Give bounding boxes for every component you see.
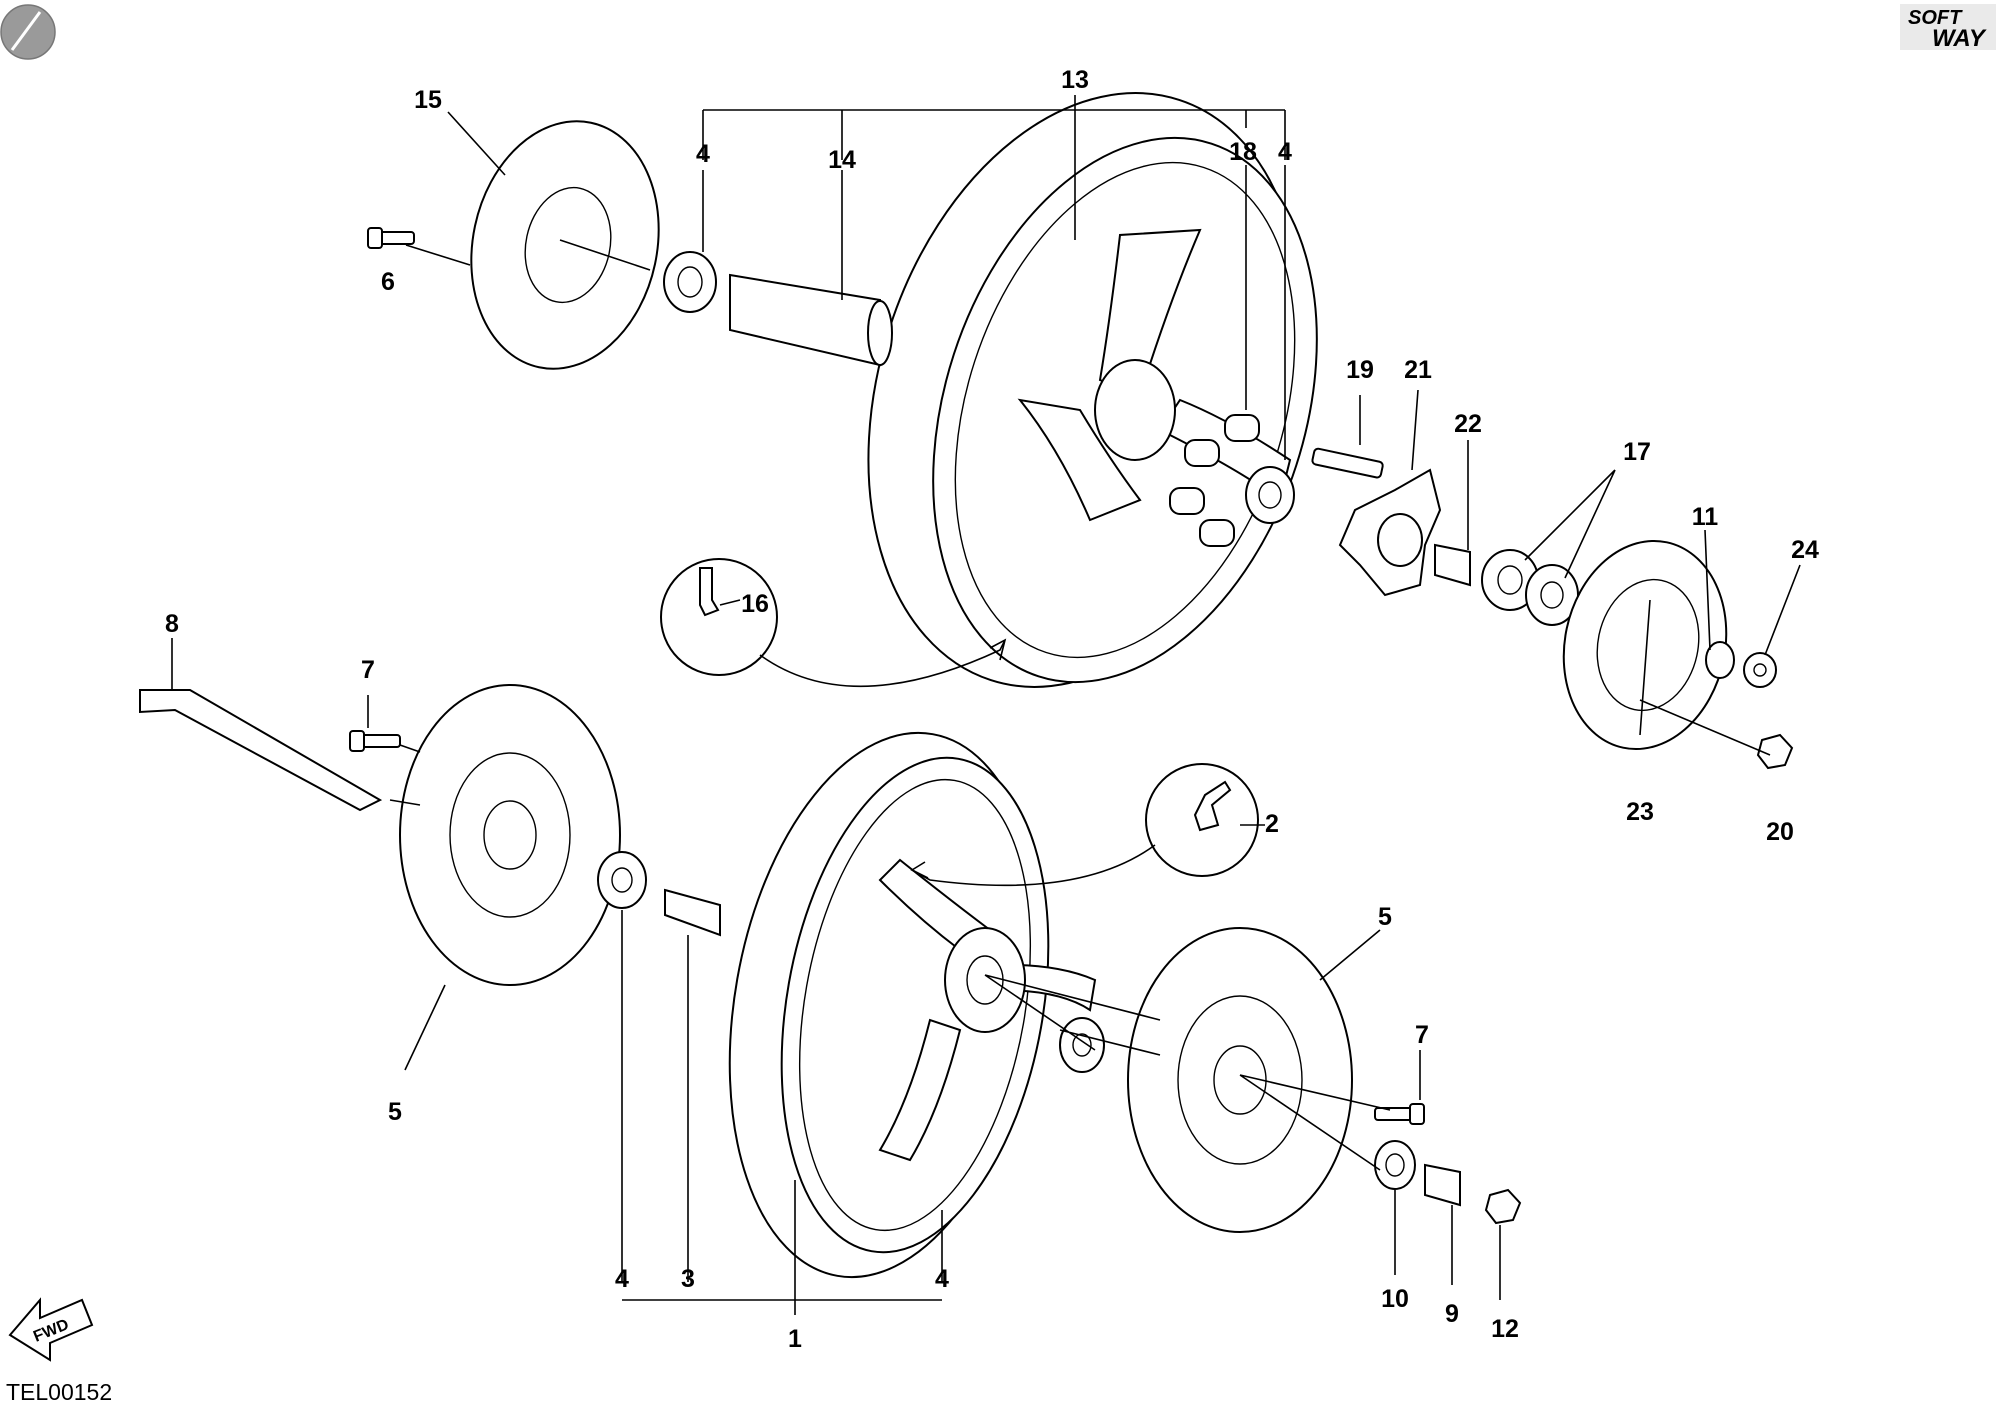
callout-4-front-left: 4 — [615, 1265, 629, 1293]
callout-24: 24 — [1791, 536, 1819, 564]
disc-bolt-front-left — [349, 730, 401, 752]
rear-bearing-left — [663, 251, 717, 313]
callout-14: 14 — [828, 146, 856, 174]
callout-21: 21 — [1404, 356, 1432, 384]
flange-bearings — [1481, 549, 1579, 626]
logo-disc — [0, 4, 56, 60]
fwd-arrow: FWD — [8, 1297, 94, 1362]
rear-bearing-right — [1245, 466, 1295, 524]
front-brake-disc-left — [399, 684, 621, 986]
rear-spacer-tube — [729, 273, 893, 367]
callout-labels: 13 15 4 14 18 4 6 19 21 22 17 11 24 16 8… — [165, 66, 1819, 1353]
callout-9: 9 — [1445, 1300, 1459, 1328]
brand-line1: SOFT — [1908, 7, 1963, 29]
rear-wheel — [867, 92, 1318, 688]
callout-3: 3 — [681, 1265, 695, 1293]
callout-4-rear-left: 4 — [696, 140, 710, 168]
valve-detail-front — [910, 763, 1259, 887]
front-axle-nut — [1484, 1188, 1522, 1225]
callout-15: 15 — [414, 86, 442, 114]
callout-7-right: 7 — [1415, 1021, 1429, 1049]
callout-8: 8 — [165, 610, 179, 638]
disc-bolt-rear — [367, 227, 415, 249]
callout-17: 17 — [1623, 438, 1651, 466]
valve-detail-rear — [660, 558, 1007, 688]
callout-2: 2 — [1265, 810, 1279, 838]
callout-18: 18 — [1229, 138, 1257, 166]
leader-lines — [171, 95, 1801, 1315]
front-wheel — [728, 731, 1097, 1279]
rear-hub-pins — [1169, 414, 1260, 547]
sprocket-washers — [1705, 641, 1777, 688]
front-spacer — [664, 888, 721, 937]
callout-20: 20 — [1766, 818, 1794, 846]
sprocket-flange — [1338, 468, 1442, 597]
callout-4-front-right: 4 — [935, 1265, 949, 1293]
flange-spacer — [1434, 543, 1471, 587]
callout-6: 6 — [381, 268, 395, 296]
callout-7-left: 7 — [361, 656, 375, 684]
callout-5-left: 5 — [388, 1098, 402, 1126]
front-axle-spacer — [1424, 1163, 1461, 1207]
flange-stud — [1311, 447, 1384, 479]
softway-logo: SOFT WAY — [1900, 4, 1996, 52]
callout-13: 13 — [1061, 66, 1089, 94]
callout-5-right: 5 — [1378, 903, 1392, 931]
front-axle-washer — [1374, 1140, 1416, 1190]
front-axle — [139, 689, 383, 812]
callout-11: 11 — [1692, 503, 1719, 531]
front-bearing-left — [597, 851, 647, 909]
callout-23: 23 — [1626, 798, 1654, 826]
brand-line2: WAY — [1932, 25, 1987, 52]
callout-12: 12 — [1491, 1315, 1519, 1343]
disc-bolt-front-right — [1374, 1103, 1425, 1125]
callout-19: 19 — [1346, 356, 1374, 384]
drawing-code: TEL00152 — [6, 1379, 112, 1405]
sprocket-nut — [1756, 733, 1794, 770]
callout-16: 16 — [741, 590, 769, 618]
callout-4-rear-right: 4 — [1278, 138, 1292, 166]
callout-10: 10 — [1381, 1285, 1409, 1313]
rear-brake-disc — [470, 120, 660, 370]
front-brake-disc-right — [1127, 927, 1353, 1233]
callout-1: 1 — [788, 1325, 802, 1353]
callout-22: 22 — [1454, 410, 1482, 438]
front-bearing-right — [1059, 1017, 1105, 1073]
